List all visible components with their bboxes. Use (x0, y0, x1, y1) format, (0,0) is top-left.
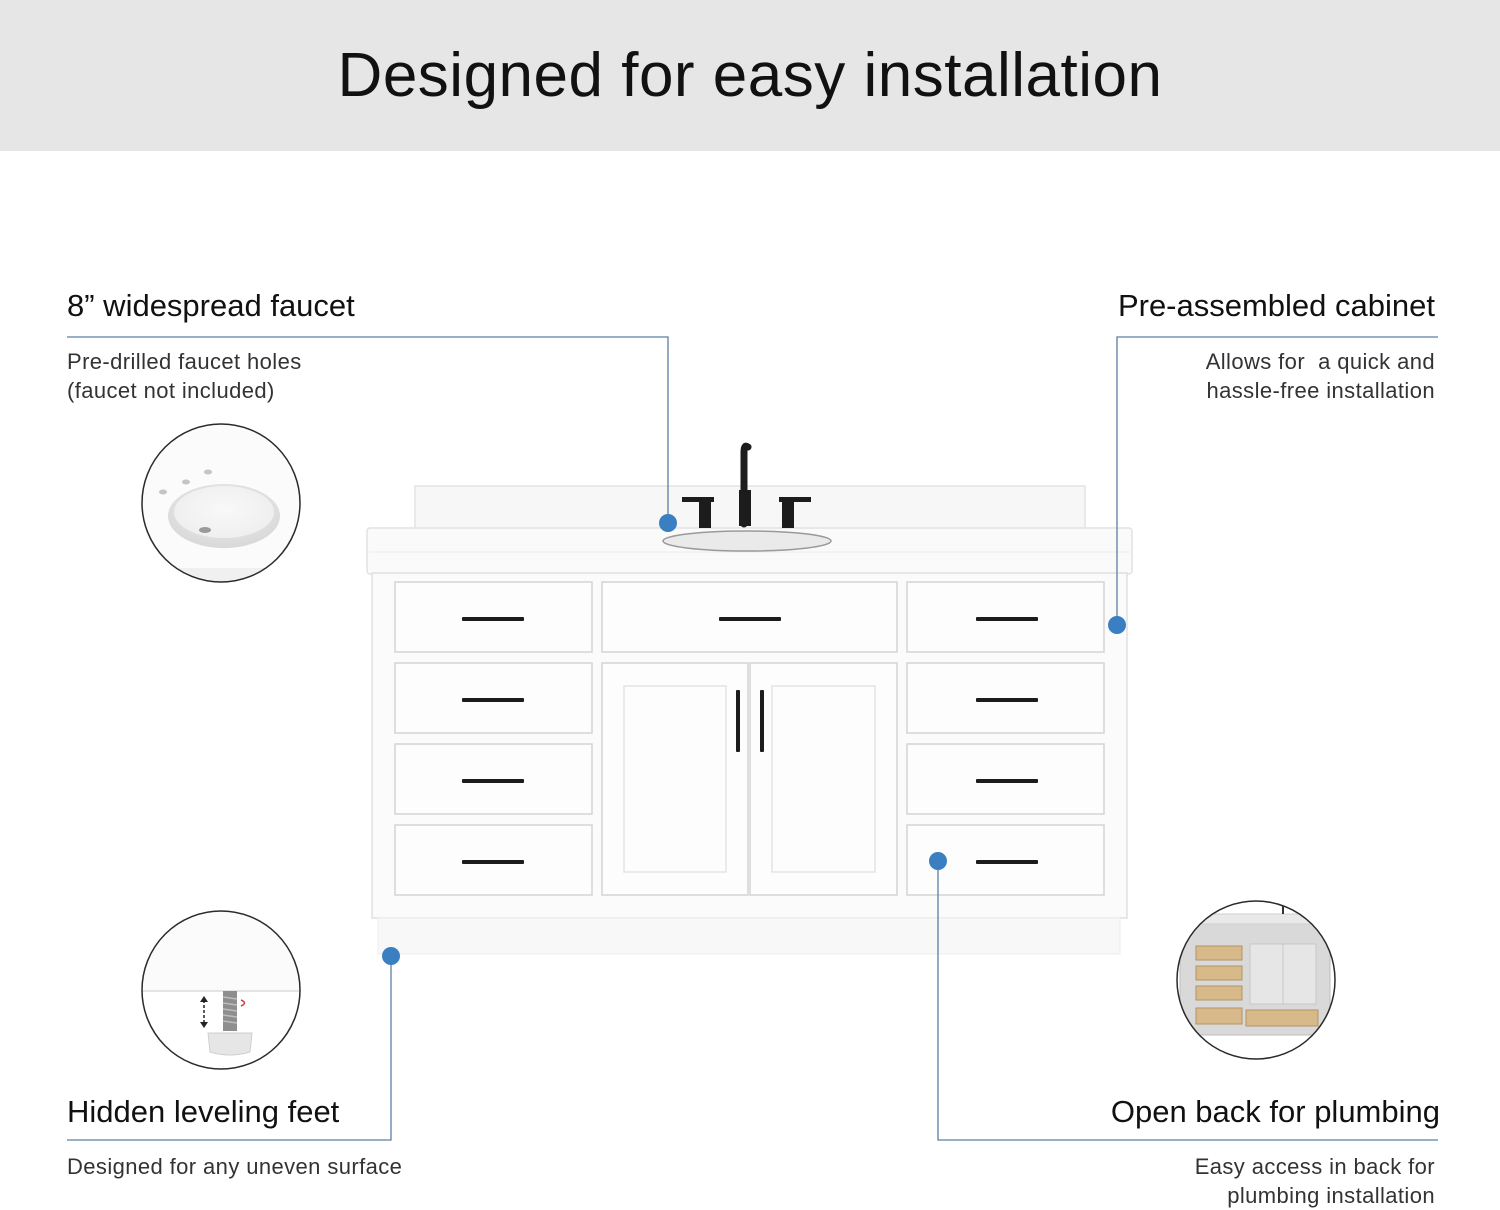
cabinet-callout-desc: Allows for a quick and hassle-free insta… (1206, 347, 1435, 405)
faucet-callout-title: 8” widespread faucet (67, 288, 355, 323)
sink-basin-edge (662, 530, 832, 552)
cabinet-fronts (394, 581, 1105, 896)
plumbing-desc-line1: Easy access in back for (1194, 1154, 1435, 1179)
cabinet-marker-dot (1108, 616, 1126, 634)
plumbing-callout-desc: Easy access in back for plumbing install… (1195, 1152, 1435, 1210)
callout-lines (67, 336, 1438, 1141)
feet-marker-dot (382, 947, 400, 965)
vanity-countertop (366, 485, 1133, 575)
feet-callout-title: Hidden leveling feet (67, 1094, 340, 1129)
cabinet-callout-line (1116, 336, 1438, 625)
plumbing-callout-line (937, 861, 1438, 1141)
faucet-callout-desc: Pre-drilled faucet holes (faucet not inc… (67, 347, 302, 405)
faucet-holes-detail-image (141, 423, 301, 583)
page-title: Designed for easy installation (337, 41, 1163, 110)
feet-callout-desc: Designed for any uneven surface (67, 1152, 402, 1181)
leveling-feet-detail-image (141, 910, 301, 1070)
callout-markers (382, 514, 1126, 965)
cabinet-desc-line2: hassle-free installation (1206, 378, 1435, 403)
faucet-marker-dot (659, 514, 677, 532)
faucet-callout-line (67, 336, 669, 523)
faucet-desc-line1: Pre-drilled faucet holes (67, 349, 302, 374)
door-left (601, 662, 749, 896)
cabinet-desc-line1: Allows for a quick and (1205, 349, 1435, 374)
cabinet-handles (462, 617, 1038, 864)
plumbing-desc-line2: plumbing installation (1227, 1183, 1435, 1208)
door-right (749, 662, 898, 896)
open-back-detail-image (1176, 900, 1336, 1060)
plumbing-callout-title: Open back for plumbing (1110, 1094, 1440, 1129)
plumbing-marker-dot (929, 852, 947, 870)
feet-desc-line1: Designed for any uneven surface (67, 1154, 403, 1179)
header-band (0, 0, 1500, 151)
faucet-hardware (682, 442, 811, 528)
cabinet-callout-title: Pre-assembled cabinet (1117, 288, 1435, 323)
faucet-desc-line2: (faucet not included) (67, 378, 275, 403)
feet-callout-line (67, 956, 392, 1141)
